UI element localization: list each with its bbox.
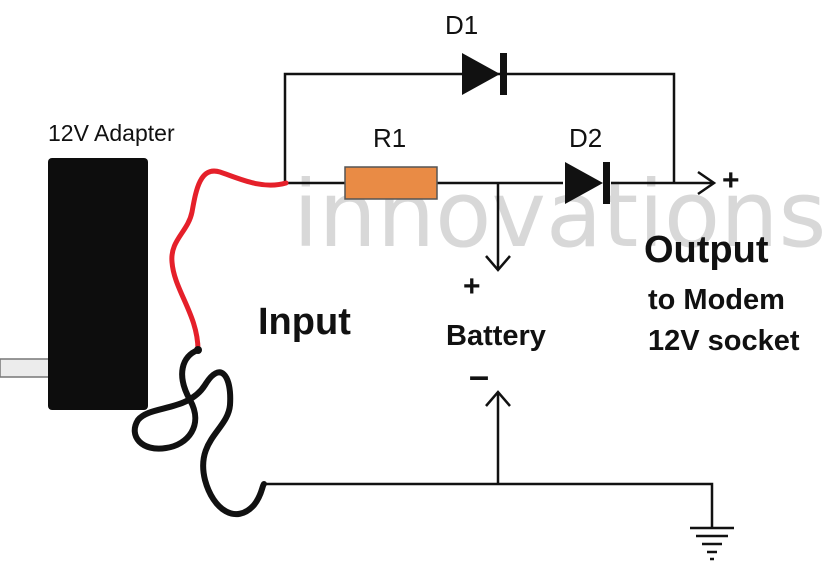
adapter-red-lead: [169, 168, 289, 353]
adapter: [0, 158, 148, 410]
output-sub-label-2: 12V socket: [648, 325, 800, 357]
adapter-label: 12V Adapter: [48, 120, 175, 146]
output-arrow: [697, 170, 717, 196]
r1-label: R1: [373, 123, 406, 153]
adapter-black-lead: [131, 347, 267, 518]
resistor-r1: [344, 166, 438, 200]
battery-negative-arrow: [485, 390, 511, 407]
output-plus-label: +: [722, 164, 740, 197]
d2-label: D2: [569, 123, 602, 153]
lead-junction: [194, 346, 202, 354]
battery-positive-arrow: [485, 255, 511, 272]
adapter-body: [48, 158, 148, 410]
input-label: Input: [258, 301, 351, 343]
battery-plus-label: +: [463, 270, 481, 303]
battery-label: Battery: [446, 320, 546, 352]
output-sub-label-1: to Modem: [648, 284, 785, 316]
diode-d2: [565, 162, 610, 204]
adapter-plug-pins: [0, 358, 51, 378]
wire-ground-return: [262, 482, 714, 527]
d1-label: D1: [445, 10, 478, 40]
output-label: Output: [644, 229, 769, 271]
battery-minus-label: –: [469, 355, 489, 396]
diode-d1: [462, 53, 507, 95]
ground-symbol: [690, 526, 734, 561]
